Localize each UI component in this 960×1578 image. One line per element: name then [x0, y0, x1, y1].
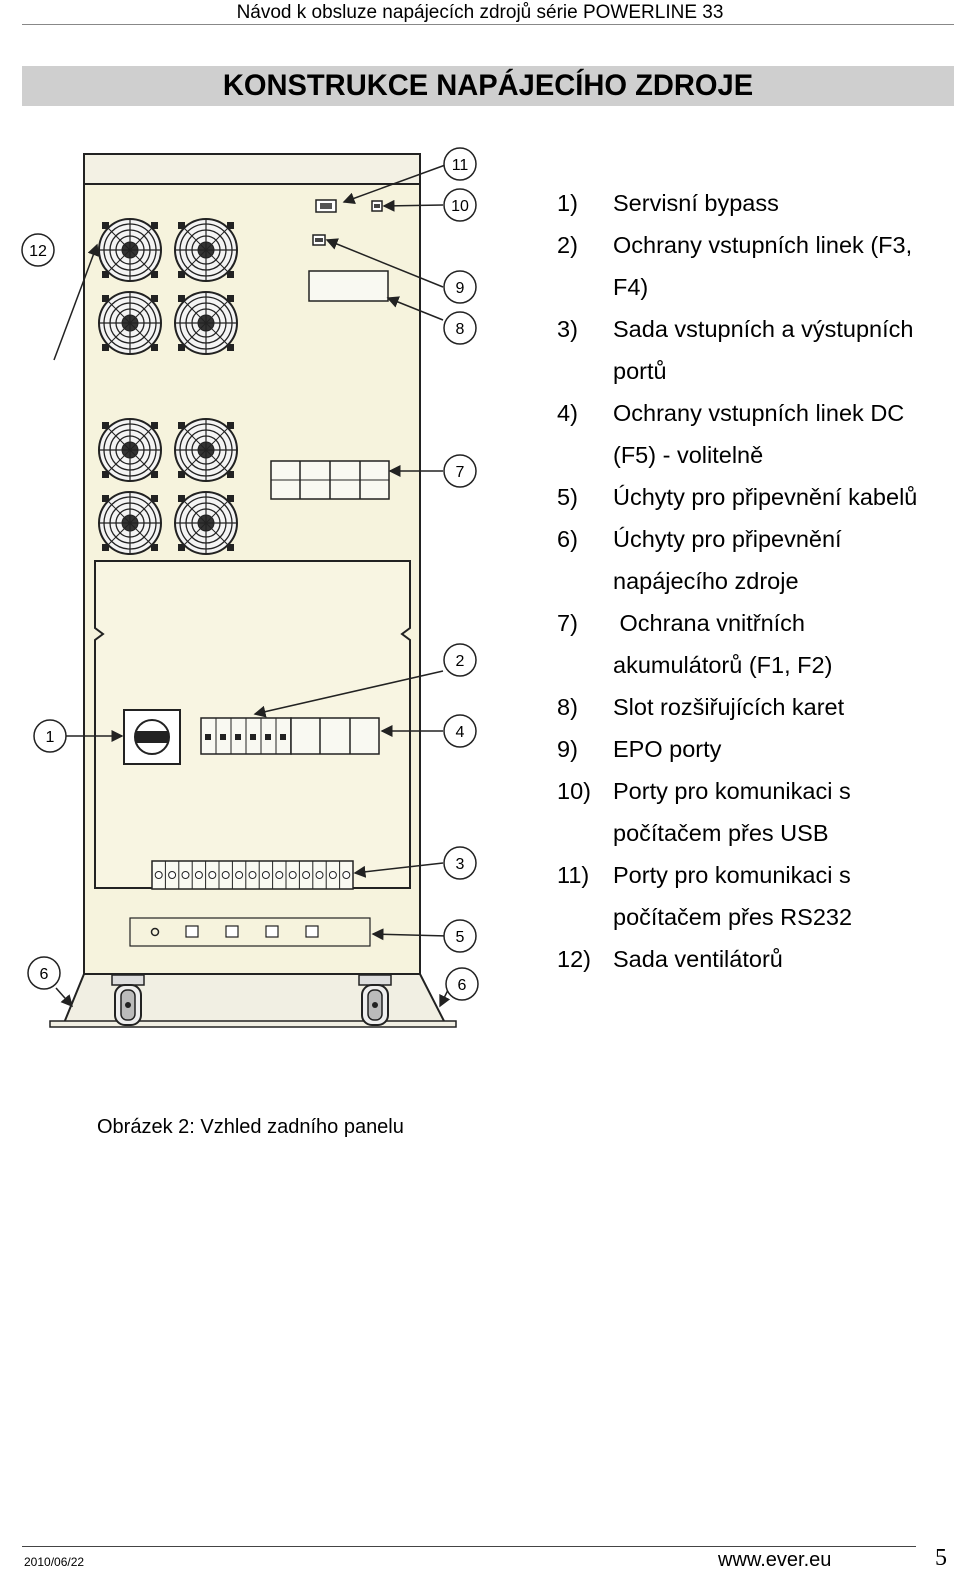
terminal-screw-icon	[168, 871, 177, 879]
callout-7: 7	[443, 454, 477, 488]
terminal-screw-icon	[342, 871, 351, 879]
rear-panel-figure: 11 10 9 8 7 2 4 3 5 6 12 1 6	[0, 128, 510, 1043]
callout-2: 2	[443, 643, 477, 677]
running-header: Návod k obsluze napájecích zdrojů série …	[236, 2, 724, 23]
terminal-screw-icon	[261, 871, 270, 879]
dc-breakers	[290, 717, 380, 755]
callout-11: 11	[443, 147, 477, 181]
svg-text:9: 9	[456, 280, 465, 297]
svg-text:11: 11	[452, 157, 469, 174]
terminal-screw-icon	[235, 871, 244, 879]
callout-4: 4	[443, 714, 477, 748]
rear-panel-drawing: 11 10 9 8 7 2 4 3 5 6 12 1 6	[21, 147, 479, 1028]
callout-1: 1	[33, 719, 67, 753]
terminal-screw-icon	[328, 871, 337, 879]
svg-text:6: 6	[40, 966, 49, 983]
svg-text:8: 8	[456, 321, 465, 338]
fan-icon	[98, 218, 162, 282]
fan-icon	[98, 418, 162, 482]
callout-8: 8	[443, 311, 477, 345]
fan-icon	[174, 491, 238, 555]
fan-icon	[174, 291, 238, 355]
callout-5: 5	[443, 919, 477, 953]
terminal-screw-icon	[221, 871, 230, 879]
svg-text:7: 7	[456, 464, 465, 481]
terminal-screw-icon	[315, 871, 324, 879]
footer-url: www.ever.eu	[718, 1549, 832, 1571]
terminal-screw-icon	[181, 871, 190, 879]
svg-text:2: 2	[456, 653, 465, 670]
svg-text:10: 10	[451, 198, 469, 215]
section-title: KONSTRUKCE NAPÁJECÍHO ZDROJE	[222, 69, 754, 102]
header-rule	[22, 24, 954, 25]
cabinet-top	[83, 153, 421, 185]
cable-clamps	[129, 917, 371, 947]
section-title-bar: KONSTRUKCE NAPÁJECÍHO ZDROJE	[22, 66, 954, 106]
callout-12: 12	[21, 233, 55, 267]
callout-6-left: 6	[27, 956, 61, 990]
fan-icon	[98, 491, 162, 555]
expansion-slot	[308, 270, 389, 302]
caster-wheel-icon	[111, 974, 145, 1026]
footer-date: 2010/06/22	[24, 1555, 85, 1569]
svg-text:5: 5	[456, 929, 465, 946]
terminal-screw-icon	[302, 871, 311, 879]
footer-rule	[22, 1546, 916, 1547]
terminal-screw-icon	[248, 871, 257, 879]
terminal-screw-icon	[154, 871, 163, 879]
callout-10: 10	[443, 188, 477, 222]
callout-6-right: 6	[445, 967, 479, 1001]
page-number: 5	[935, 1545, 947, 1571]
svg-text:12: 12	[29, 243, 47, 260]
terminal-screw-icon	[275, 871, 284, 879]
svg-text:3: 3	[456, 856, 465, 873]
fan-icon	[174, 418, 238, 482]
fan-icon	[98, 291, 162, 355]
svg-text:4: 4	[456, 724, 465, 741]
svg-text:1: 1	[46, 729, 55, 746]
svg-text:6: 6	[458, 977, 467, 994]
figure-caption: Obrázek 2: Vzhled zadního panelu	[97, 1116, 404, 1138]
callout-3: 3	[443, 846, 477, 880]
callout-9: 9	[443, 270, 477, 304]
callouts: 11 10 9 8 7 2 4 3 5 6 12 1 6	[21, 147, 479, 1001]
fan-icon	[174, 218, 238, 282]
terminal-screw-icon	[288, 871, 297, 879]
terminal-screw-icon	[194, 871, 203, 879]
terminal-screw-icon	[208, 871, 217, 879]
caster-wheel-icon	[358, 974, 392, 1026]
